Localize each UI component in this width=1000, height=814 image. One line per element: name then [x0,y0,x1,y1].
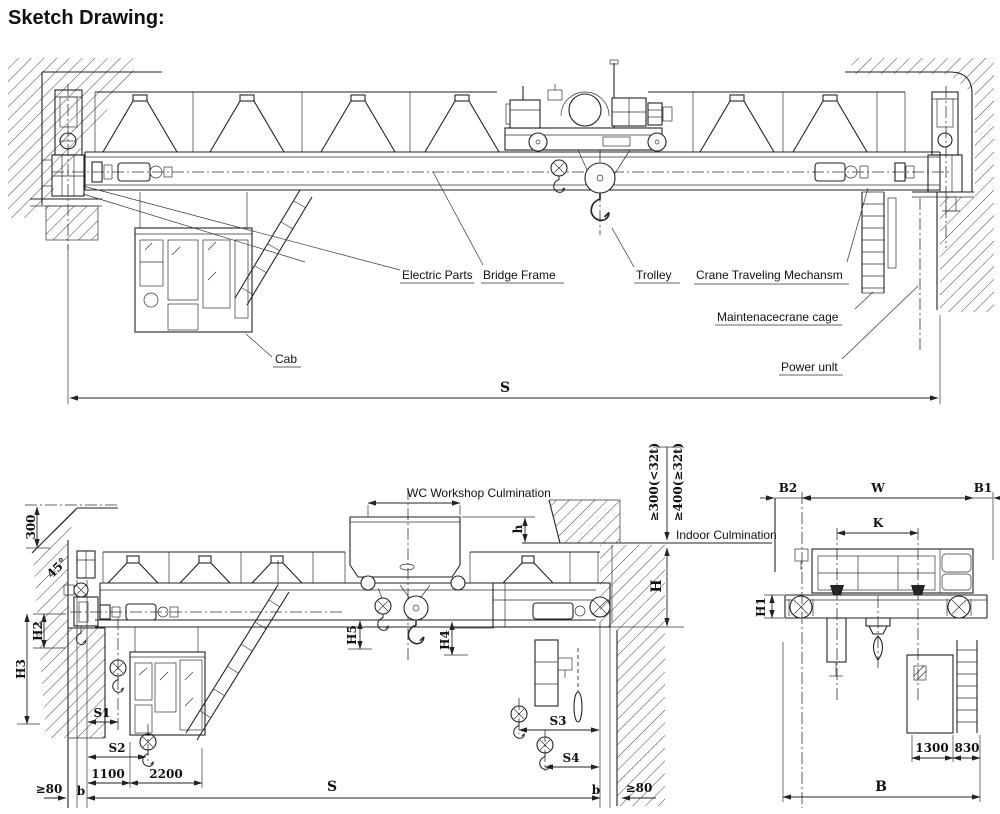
leader-lines [82,171,919,360]
label-bridge-frame: Bridge Frame [483,268,556,282]
right-end-truck [927,86,963,248]
dim-rail-right: b [592,783,600,797]
trolley-assembly [504,84,673,235]
dim-span-front: S [500,380,510,396]
dim-b: B [875,779,887,795]
dim-edge-right: ≥80 [626,781,653,795]
label-indoor-culmination: Indoor Culmination [676,528,777,542]
dim-s4: S4 [562,751,579,765]
endview-trolley [811,548,974,595]
dim-clearance-ge32: ≥400(≥32t) [671,443,685,522]
dim-b2: B2 [779,481,798,495]
side-end-truck [63,550,99,646]
dim-k: K [873,516,884,530]
dim-hall-height: H [649,579,665,592]
side-left-wall [25,504,118,808]
aux-hook-icon [377,613,389,631]
operator-cab [134,192,253,333]
side-right-wall [548,499,665,808]
cab-ladder [234,189,313,306]
dim-h3: H3 [14,659,28,679]
endview-girder [784,594,988,619]
maintenance-cage [861,191,897,294]
endview-substructure [826,617,978,734]
bridge-girder [52,151,950,191]
left-end-truck [41,84,85,250]
label-traveling-mechanism: Crane Traveling Mechansm [696,268,843,282]
dim-s1: S1 [93,706,110,720]
page-title: Sketch Drawing: [8,7,165,29]
side-cab [129,627,206,736]
dim-w: W [870,481,885,495]
drive-machinery-right [814,162,915,182]
label-trolley: Trolley [636,268,672,282]
gusset-posts [102,94,868,153]
side-elevation: 300 45° [14,443,777,808]
dim-span-side: S [327,779,337,795]
front-elevation: Electric Parts Bridge Frame Trolley Cran… [8,58,994,404]
bridge-railing [94,59,906,153]
side-railing [102,551,600,584]
dim-clearance-lt32: ≥300(<32t) [647,443,661,522]
dim-s3: S3 [549,714,566,728]
label-power-unit: Power unlt [781,360,838,374]
dim-s2: S2 [108,741,125,755]
side-girder [70,582,600,628]
dim-1100: 1100 [91,767,124,781]
hook-icon [140,734,156,766]
dim-h2: H2 [31,621,45,641]
dim-headroom: h [511,524,525,533]
label-workshop-culmination: WC Workshop Culmination [407,486,551,500]
dim-h4: H4 [438,630,452,650]
dim-h1: H1 [754,597,768,617]
span-dimension: S [67,245,941,404]
dim-edge-left: ≥80 [36,782,63,796]
label-electric-parts: Electric Parts [402,268,473,282]
main-hook-icon [407,619,425,645]
label-cab: Cab [275,352,297,366]
dim-roof-offset: 300 [24,514,38,539]
drive-machinery-left [91,161,173,183]
dim-b1: B1 [974,481,993,495]
label-maintenance-cage: Maintenacecrane cage [717,310,839,324]
dim-h5: H5 [345,625,359,645]
end-view: B2 W B1 K H1 1300 830 B [754,481,1000,808]
hanging-gear [534,639,583,723]
dim-rail-left: b [77,784,85,798]
left-wall [8,58,162,241]
dim-1300: 1300 [915,741,948,755]
dim-2200: 2200 [149,767,182,781]
side-stairs [185,560,290,741]
dim-830: 830 [954,741,979,755]
